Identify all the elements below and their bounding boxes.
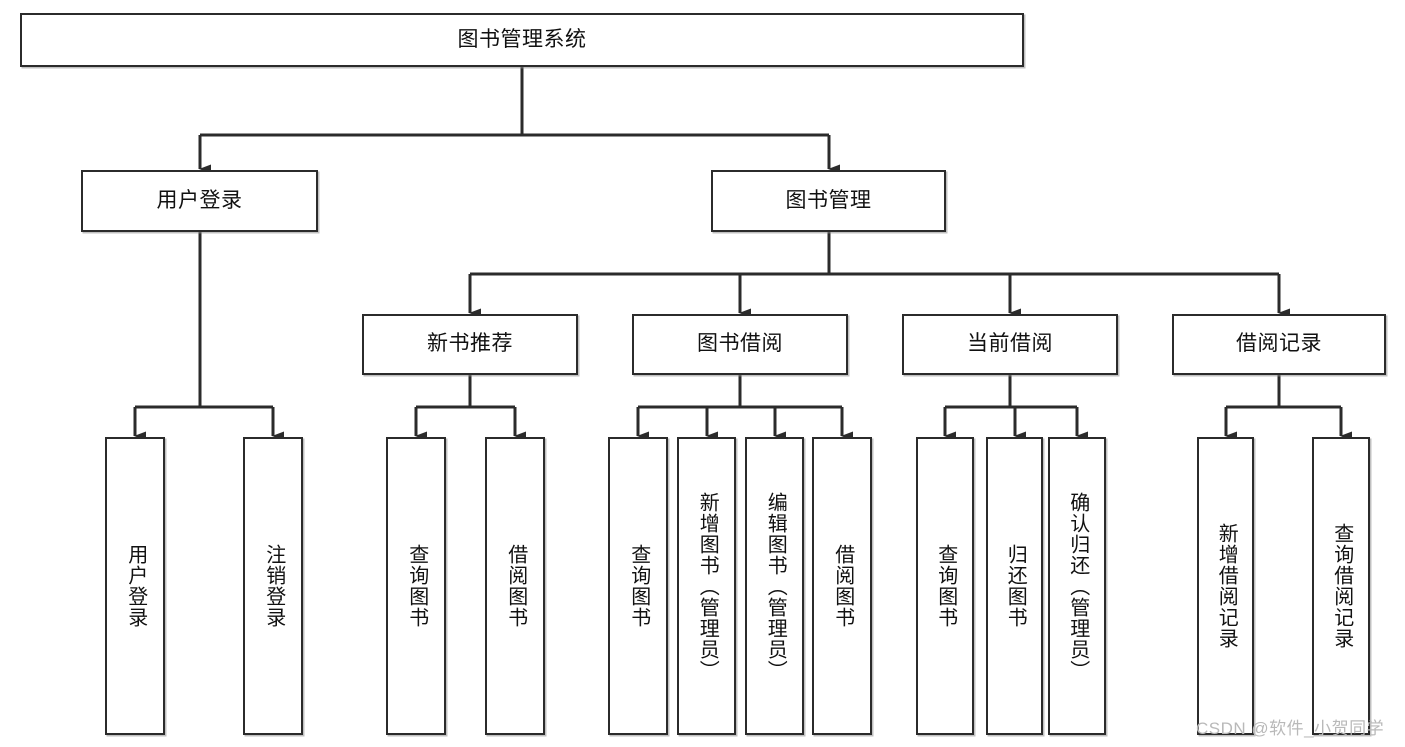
node-label: 图书管理系统 [457, 27, 587, 51]
node-leaf-rec-1[interactable]: 新增借阅记录 [1197, 437, 1254, 735]
node-label: 查询图书 [405, 544, 428, 628]
node-label: 新增借阅记录 [1215, 523, 1238, 649]
node-label: 图书管理 [785, 188, 872, 212]
node-bookmgmt[interactable]: 图书管理 [711, 170, 946, 232]
node-label: 借阅图书 [504, 544, 527, 628]
node-login[interactable]: 用户登录 [81, 170, 318, 232]
node-leaf-cur-1[interactable]: 查询图书 [916, 437, 974, 735]
node-leaf-bor-4[interactable]: 借阅图书 [812, 437, 872, 735]
node-label: 借阅图书 [831, 544, 854, 628]
node-label: 归还图书 [1004, 544, 1027, 628]
node-label: 确认归还（管理员） [1066, 491, 1089, 681]
node-records[interactable]: 借阅记录 [1172, 314, 1386, 375]
node-root[interactable]: 图书管理系统 [20, 13, 1024, 67]
node-leaf-new-1[interactable]: 查询图书 [386, 437, 446, 735]
node-label: 查询借阅记录 [1330, 523, 1353, 649]
node-current[interactable]: 当前借阅 [902, 314, 1118, 375]
node-label: 新增图书（管理员） [696, 491, 719, 681]
node-label: 当前借阅 [967, 332, 1053, 356]
node-leaf-cur-2[interactable]: 归还图书 [986, 437, 1043, 735]
node-label: 编辑图书（管理员） [764, 491, 787, 681]
csdn-watermark: CSDN @软件_小贺同学 [1196, 719, 1385, 738]
node-label: 借阅记录 [1236, 332, 1322, 356]
node-borrow[interactable]: 图书借阅 [632, 314, 848, 375]
node-label: 查询图书 [934, 544, 957, 628]
node-label: 图书借阅 [697, 332, 783, 356]
node-label: 注销登录 [262, 544, 285, 628]
node-label: 新书推荐 [427, 332, 513, 356]
node-label: 用户登录 [156, 188, 243, 212]
node-newbook[interactable]: 新书推荐 [362, 314, 578, 375]
node-leaf-login-2[interactable]: 注销登录 [243, 437, 303, 735]
node-leaf-cur-3[interactable]: 确认归还（管理员） [1048, 437, 1106, 735]
node-label: 用户登录 [124, 544, 147, 628]
node-label: 查询图书 [627, 544, 650, 628]
node-leaf-bor-3[interactable]: 编辑图书（管理员） [745, 437, 804, 735]
node-leaf-bor-1[interactable]: 查询图书 [608, 437, 668, 735]
node-leaf-login-1[interactable]: 用户登录 [105, 437, 165, 735]
node-leaf-bor-2[interactable]: 新增图书（管理员） [677, 437, 736, 735]
node-leaf-new-2[interactable]: 借阅图书 [485, 437, 545, 735]
node-leaf-rec-2[interactable]: 查询借阅记录 [1312, 437, 1370, 735]
